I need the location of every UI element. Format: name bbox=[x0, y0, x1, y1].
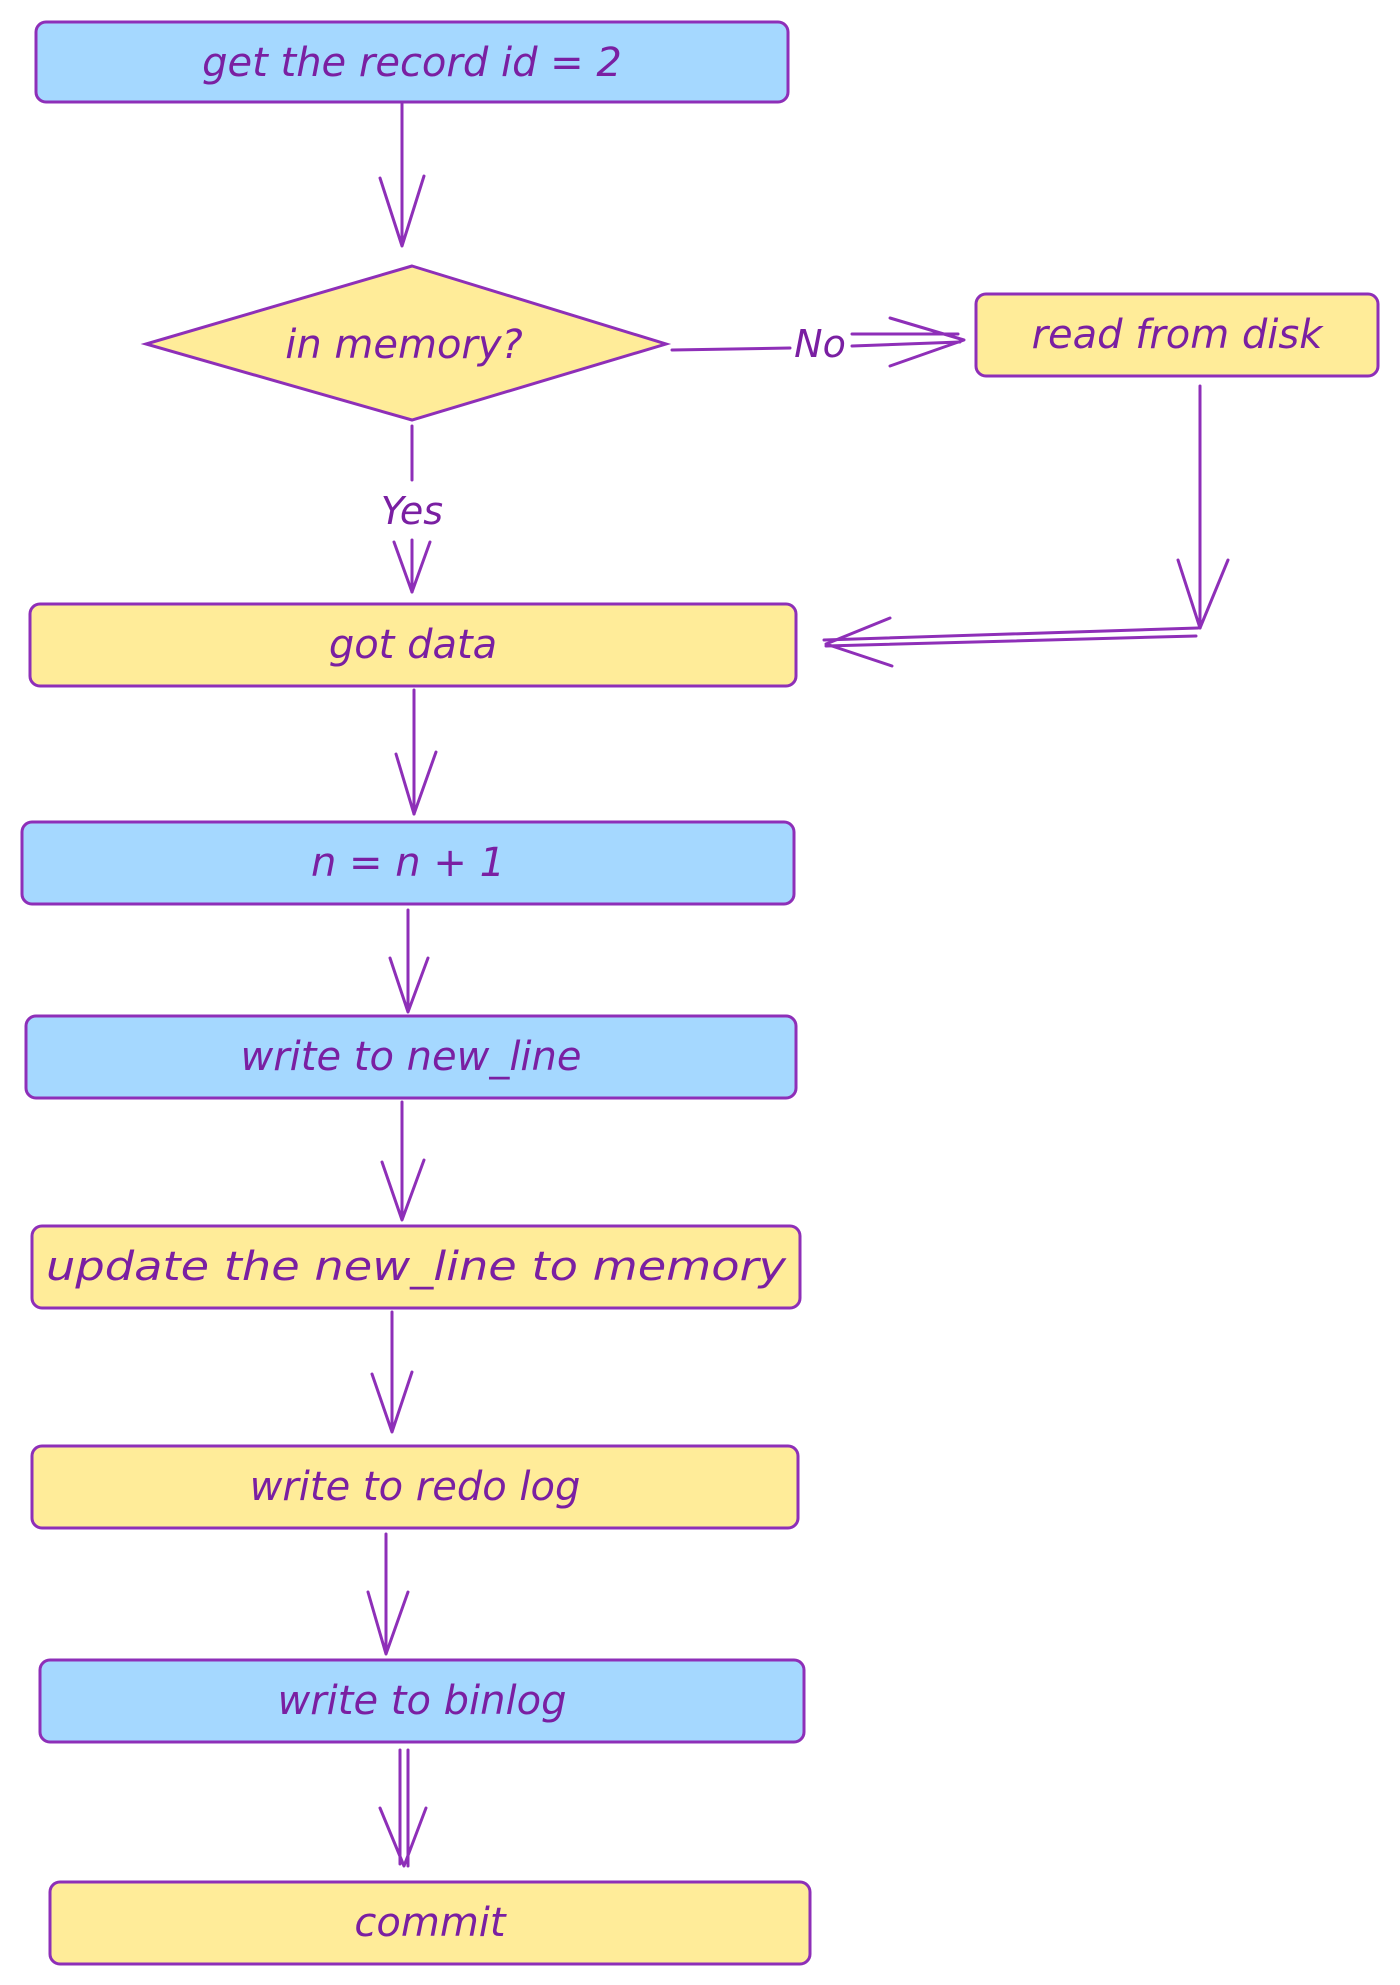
node-get-record: get the record id = 2 bbox=[34, 20, 790, 104]
edge-no-label: No bbox=[794, 322, 846, 366]
node-write-binlog-label: write to binlog bbox=[278, 1678, 567, 1724]
node-in-memory-decision: in memory? bbox=[140, 264, 672, 422]
arrow-redo-to-binlog bbox=[366, 1532, 410, 1656]
node-increment-label: n = n + 1 bbox=[311, 840, 505, 886]
node-commit-label: commit bbox=[354, 1900, 507, 1946]
node-write-redo: write to redo log bbox=[30, 1444, 800, 1530]
node-got-data-label: got data bbox=[329, 622, 497, 668]
node-get-record-label: get the record id = 2 bbox=[202, 40, 622, 86]
edge-yes-label: Yes bbox=[381, 489, 443, 533]
node-read-disk-label: read from disk bbox=[1032, 312, 1325, 358]
arrow-no-to-read-disk: No bbox=[670, 316, 966, 368]
node-update-memory-label: update the new_line to memory bbox=[46, 1244, 788, 1290]
arrow-binlog-to-commit bbox=[378, 1748, 428, 1868]
node-write-binlog: write to binlog bbox=[38, 1658, 806, 1744]
arrow-increment-to-write-new-line bbox=[388, 908, 430, 1014]
node-update-memory: update the new_line to memory bbox=[30, 1224, 802, 1310]
node-write-new-line-label: write to new_line bbox=[240, 1034, 581, 1080]
arrow-yes-to-got-data: Yes bbox=[381, 424, 443, 594]
arrow-write-new-line-to-update bbox=[380, 1100, 426, 1222]
node-commit: commit bbox=[48, 1880, 812, 1966]
arrow-update-to-redo bbox=[370, 1310, 414, 1434]
node-write-redo-label: write to redo log bbox=[250, 1464, 581, 1510]
arrow-read-disk-to-got-data bbox=[822, 384, 1230, 668]
node-increment: n = n + 1 bbox=[20, 820, 796, 906]
node-got-data: got data bbox=[28, 602, 798, 688]
node-write-new-line: write to new_line bbox=[24, 1014, 798, 1100]
node-in-memory-label: in memory? bbox=[285, 322, 523, 368]
arrow-get-record-to-decision bbox=[378, 102, 426, 248]
node-read-disk: read from disk bbox=[974, 292, 1380, 378]
arrow-got-data-to-increment bbox=[394, 688, 438, 816]
